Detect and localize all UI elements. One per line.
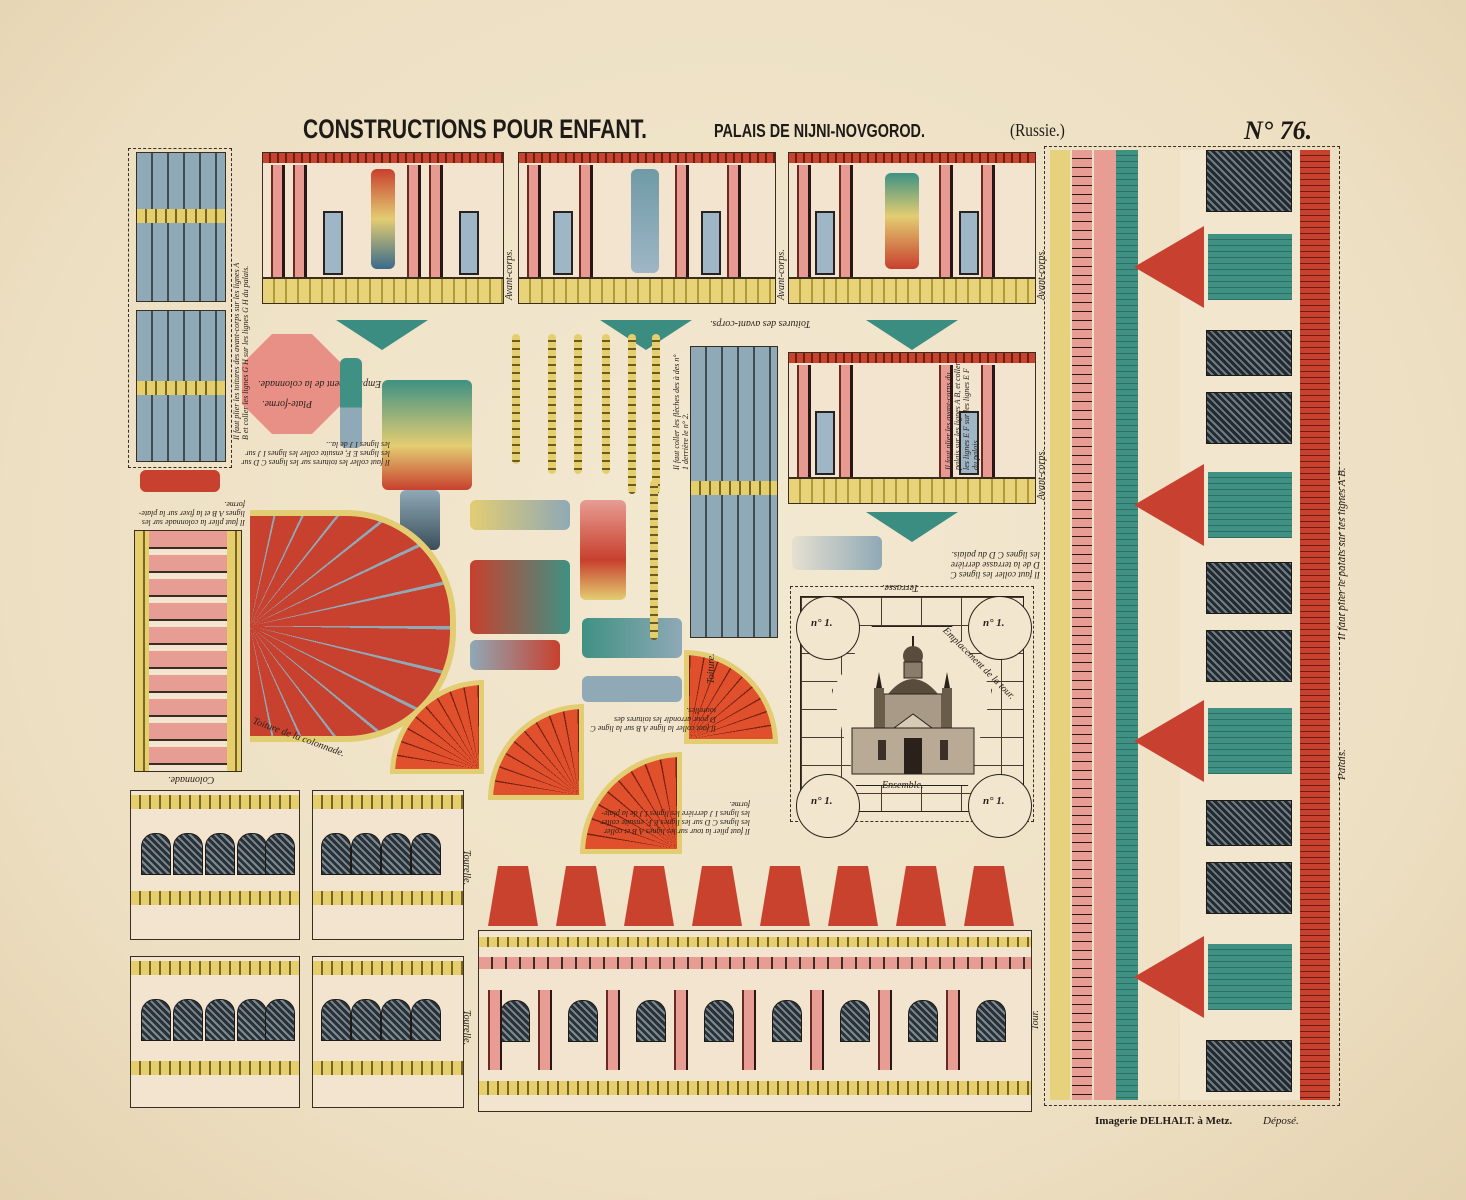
instruction-colonnade: Il faut plier la colonnade sur les ligne… — [138, 500, 245, 527]
instruction-toiture-colonnade: Il faut coller les toitures sur les lign… — [241, 440, 390, 467]
figure-soldier — [340, 358, 362, 448]
avant-corps-roof-2 — [600, 320, 692, 350]
figure-man-1 — [470, 500, 570, 530]
tourelle-4 — [312, 956, 464, 1108]
side-wing-middle — [690, 346, 778, 638]
avant-corps-1 — [262, 152, 504, 304]
tour-roof-7 — [896, 866, 946, 926]
spire-3 — [574, 334, 582, 474]
palais-red-roofline — [1300, 150, 1330, 1100]
label-emplacement-colonnade: Emplacement de la colonnade. — [258, 378, 382, 389]
instruction-tour: Il faut plier la tour sur les lignes A B… — [600, 800, 750, 836]
avant-corps-3 — [788, 152, 1036, 304]
avant-corps-2 — [518, 152, 776, 304]
spire-1 — [512, 334, 520, 464]
palais-pink-band — [1094, 150, 1116, 1100]
label-colonnade: Colonnade. — [168, 774, 215, 785]
terrasse-cutout — [790, 586, 1034, 822]
spire-5 — [628, 334, 636, 494]
figure-man-3 — [582, 676, 682, 702]
figure-lady-green — [582, 618, 682, 658]
palais-gold-border — [1050, 150, 1070, 1100]
plot-circle-4: n° 1. — [968, 774, 1032, 838]
printer-imprint: Imagerie DELHALT. à Metz. — [1095, 1115, 1233, 1127]
label-tour: Tour. — [1030, 1010, 1041, 1030]
palais-teal-band — [1116, 150, 1138, 1100]
tourelle-1 — [130, 790, 300, 940]
palais-pavilion-3-door — [1208, 708, 1292, 774]
tour-roof-6 — [828, 866, 878, 926]
spire-2 — [548, 334, 556, 474]
palais-pavilion-1-door — [1208, 234, 1292, 300]
sheet-number: N° 76. — [1244, 116, 1313, 145]
side-wing-upper — [136, 152, 226, 302]
tour-roof-4 — [692, 866, 742, 926]
spire-7 — [650, 480, 658, 640]
label-toiture: Toiture. — [706, 653, 717, 684]
instruction-avant-corps-top: Il faut plier les toitures des avant-cor… — [232, 262, 250, 440]
tour-roof-2 — [556, 866, 606, 926]
avant-corps-4 — [788, 352, 1036, 504]
label-palais: Palais. — [1336, 749, 1348, 780]
plot-circle-1: n° 1. — [796, 596, 860, 660]
figure-dancers — [470, 560, 570, 634]
label-toitures-avant-corps: Toitures des avant-corps. — [710, 318, 811, 329]
instruction-avant-corps-mid: Il faut plier les avant-corps du palais … — [944, 362, 980, 470]
plate-forme-octagon — [242, 334, 342, 434]
tourelle-3 — [130, 956, 300, 1108]
side-wing-lower — [136, 310, 226, 462]
instruction-fleches: Il faut coller les flèches des à des n° … — [672, 354, 690, 470]
side-wing-cutout — [128, 148, 232, 468]
palais-cutout — [1044, 146, 1340, 1106]
tourelle-2 — [312, 790, 464, 940]
tour-roof-1 — [488, 866, 538, 926]
figure-man-2 — [470, 640, 560, 670]
plot-circle-2: n° 1. — [968, 596, 1032, 660]
instruction-tourelles: Il faut coller la ligne A B sur la ligne… — [590, 706, 716, 733]
palais-pavilion-2-door — [1208, 472, 1292, 538]
label-terrasse: Terrasse. — [882, 582, 919, 593]
colonnade-panel — [134, 530, 242, 772]
avant-corps-roof-1 — [336, 320, 428, 350]
label-tourelle-1: Tourelle. — [461, 850, 472, 886]
tour-roof-5 — [760, 866, 810, 926]
figure-lady-red — [580, 500, 626, 600]
avant-corps-roof-4 — [866, 512, 958, 542]
church-illustration — [851, 636, 975, 775]
label-plate-forme: Plate-forme. — [262, 398, 313, 409]
sheet-title: CONSTRUCTIONS POUR ENFANT. — [303, 114, 648, 144]
spire-4 — [602, 334, 610, 474]
label-tourelle-2: Tourelle. — [461, 1010, 472, 1046]
figure-lying — [140, 470, 220, 492]
palais-arch-band — [1138, 150, 1178, 1100]
label-avant-corps-1: Avant-corps. — [504, 249, 515, 300]
avant-corps-roof-3 — [866, 320, 958, 350]
sheet-region: (Russie.) — [1010, 120, 1065, 140]
instruction-palais: Il faut plier le palais sur les lignes A… — [1336, 467, 1348, 640]
label-ensemble: Ensemble. — [882, 780, 924, 791]
tourelle-roof-fan-2 — [488, 704, 584, 800]
palais-pavilion-4-door — [1208, 944, 1292, 1010]
sheet-subtitle: PALAIS DE NIJNI-NOVGOROD. — [714, 121, 925, 141]
depose-mark: Déposé. — [1263, 1115, 1299, 1127]
label-avant-corps-2: Avant-corps. — [776, 249, 787, 300]
tour-roof-8 — [964, 866, 1014, 926]
figure-group-ladies — [382, 380, 472, 490]
palais-pink-cornice — [1072, 150, 1092, 1100]
spire-6 — [652, 334, 660, 494]
instruction-terrasse: Il faut coller les lignes C D de la terr… — [950, 550, 1040, 580]
figure-man-4 — [792, 536, 882, 570]
plot-circle-3: n° 1. — [796, 774, 860, 838]
tour-roof-3 — [624, 866, 674, 926]
